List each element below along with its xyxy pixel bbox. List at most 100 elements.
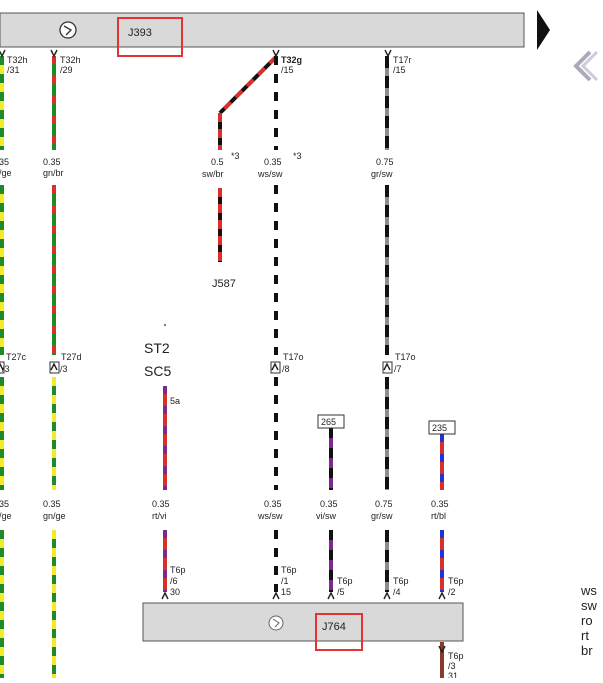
legend-item: sw: [581, 598, 597, 613]
dot-marker: [164, 324, 166, 326]
svg-text:vi/sw: vi/sw: [316, 511, 337, 521]
svg-text:T6p: T6p: [448, 651, 464, 661]
svg-text:/ge: /ge: [0, 168, 12, 178]
connector-t17o-7: T17o /7: [382, 352, 416, 374]
svg-text:0.35: 0.35: [43, 157, 61, 167]
connector-t6p-4: T6p /4: [383, 576, 409, 600]
legend-item: ws: [581, 583, 597, 598]
wire-label-2-bottom: 0.35 gn/ge: [43, 499, 66, 521]
j587-label: J587: [212, 278, 236, 290]
svg-text:35: 35: [0, 499, 9, 509]
wire-label-3-bottom: 0.35 rt/vi: [152, 499, 170, 521]
connector-t6p-2: T6p /2: [438, 576, 464, 600]
svg-text:/3: /3: [448, 661, 456, 671]
wire-label-4-top: 0.35 *3 ws/sw: [257, 151, 302, 179]
svg-text:/29: /29: [60, 65, 73, 75]
wire-label-6-bottom: 0.75 gr/sw: [371, 499, 393, 521]
wire-label-7-bottom: 0.35 rt/bl: [431, 499, 449, 521]
svg-text:0.35: 0.35: [43, 499, 61, 509]
wire-label-4-bottom: 0.35 ws/sw: [257, 499, 283, 521]
svg-text:35: 35: [0, 157, 9, 167]
svg-text:0.75: 0.75: [375, 499, 393, 509]
connector-t17r-15: T17r /15: [384, 49, 412, 75]
st-label: ST2: [144, 340, 170, 356]
svg-text:0.35: 0.35: [431, 499, 449, 509]
wire-label-2-top: 0.35 gn/br: [43, 157, 64, 178]
svg-text:/6: /6: [170, 576, 178, 586]
svg-text:ws/sw: ws/sw: [257, 169, 283, 179]
next-page-arrow-icon[interactable]: [537, 10, 550, 50]
svg-text:T6p: T6p: [281, 565, 297, 575]
connector-t32g-15: T32g /15: [272, 49, 302, 75]
svg-text:rt/bl: rt/bl: [431, 511, 446, 521]
wire-label-1-top: 35 /ge: [0, 157, 12, 178]
svg-text:/3: /3: [60, 364, 68, 374]
connector-t6p-3-31: T6p /3 31: [438, 645, 464, 681]
svg-text:T6p: T6p: [170, 565, 186, 575]
legend-item: br: [581, 643, 593, 658]
svg-text:/8: /8: [282, 364, 290, 374]
wire-layer: [0, 55, 444, 678]
connector-t27d-3: T27d /3: [49, 352, 82, 374]
svg-text:0.5: 0.5: [211, 157, 224, 167]
svg-text:gr/sw: gr/sw: [371, 511, 393, 521]
svg-text:/15: /15: [393, 65, 406, 75]
svg-text:0.75: 0.75: [376, 157, 394, 167]
j764-highlight-box: [315, 613, 363, 651]
svg-text:0.35: 0.35: [264, 499, 282, 509]
connector-t6p-5: T6p /5: [327, 576, 353, 600]
svg-text:gn/ge: gn/ge: [43, 511, 66, 521]
wire-label-5-bottom: 0.35 vi/sw: [316, 499, 338, 521]
reference-235[interactable]: 235: [428, 420, 456, 435]
connector-t32h-31: T32h /31: [0, 49, 28, 75]
wire-label-1-bottom: 35 /ge: [0, 499, 12, 521]
svg-text:rt/vi: rt/vi: [152, 511, 167, 521]
svg-text:/7: /7: [394, 364, 402, 374]
reference-265[interactable]: 265: [317, 414, 345, 429]
svg-text:15: 15: [281, 587, 291, 597]
svg-text:265: 265: [321, 417, 336, 427]
pin-5a-label: 5a: [170, 396, 180, 406]
svg-text:*3: *3: [293, 151, 302, 161]
svg-text:T32h: T32h: [60, 55, 81, 65]
svg-text:T17r: T17r: [393, 55, 412, 65]
svg-text:T17o: T17o: [395, 352, 416, 362]
connector-t32h-29: T32h /29: [50, 49, 81, 75]
svg-text:0.35: 0.35: [320, 499, 338, 509]
svg-text:gn/br: gn/br: [43, 168, 64, 178]
svg-text:T32g: T32g: [281, 55, 302, 65]
legend-item: rt: [581, 628, 589, 643]
connector-t27c-3: T27c /3: [0, 352, 27, 374]
svg-text:T6p: T6p: [393, 576, 409, 586]
ground-symbol-icon: [59, 21, 77, 39]
wire-label-6-top: 0.75 gr/sw: [371, 157, 394, 179]
svg-text:30: 30: [170, 587, 180, 597]
svg-text:sw/br: sw/br: [202, 169, 224, 179]
svg-text:0.35: 0.35: [152, 499, 170, 509]
wire-segment: [218, 55, 278, 115]
svg-text:T6p: T6p: [448, 576, 464, 586]
svg-text:T32h: T32h: [7, 55, 28, 65]
svg-text:T27c: T27c: [6, 352, 27, 362]
svg-text:/5: /5: [337, 587, 345, 597]
j393-box: [0, 12, 525, 48]
sc-label: SC5: [144, 363, 171, 379]
svg-text:T27d: T27d: [61, 352, 82, 362]
svg-text:/ge: /ge: [0, 511, 12, 521]
ground-symbol-icon: [268, 615, 284, 631]
connector-t6p-1-15: T6p /1 15: [272, 565, 297, 600]
j393-label: J393: [128, 27, 152, 39]
j393-highlight-box: [117, 17, 183, 57]
svg-text:0.35: 0.35: [264, 157, 282, 167]
previous-page-icon[interactable]: [573, 50, 599, 82]
svg-text:/31: /31: [7, 65, 20, 75]
j764-box: [142, 602, 464, 642]
svg-text:235: 235: [432, 423, 447, 433]
svg-text:/15: /15: [281, 65, 294, 75]
color-legend: ws sw ro rt br: [581, 583, 603, 678]
svg-text:gr/sw: gr/sw: [371, 169, 393, 179]
svg-text:/2: /2: [448, 587, 456, 597]
j764-label: J764: [322, 621, 346, 633]
svg-text:31: 31: [448, 671, 458, 678]
